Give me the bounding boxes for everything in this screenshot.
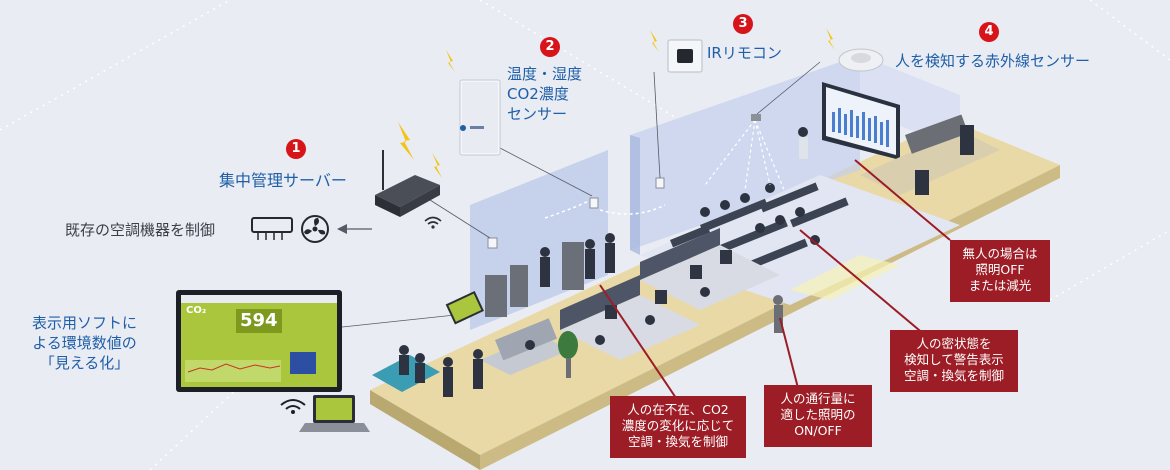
central-server xyxy=(375,150,440,217)
wall-display xyxy=(822,82,900,160)
control-arrow-icon xyxy=(337,224,372,234)
dashboard-monitor xyxy=(176,290,342,392)
badge-4: 4 xyxy=(979,22,999,42)
wifi-icon xyxy=(424,216,442,225)
callout-unoccupied-lighting: 無人の場合は 照明OFF または減光 xyxy=(950,240,1050,302)
infrared-people-sensor xyxy=(838,48,884,72)
ceiling-sensor xyxy=(751,114,761,121)
laptop-wifi-icon xyxy=(280,399,306,410)
leader-lines xyxy=(332,61,821,329)
monitor-co2-label: CO₂ xyxy=(186,305,207,316)
control-label: 既存の空調機器を制御 xyxy=(65,221,216,239)
ventilation-fan-icon xyxy=(301,215,329,243)
callout-presence-co2-control: 人の在不在、CO2 濃度の変化に応じて 空調・換気を制御 xyxy=(610,396,746,458)
temperature-co2-sensor xyxy=(459,79,501,156)
callout-traffic-lighting: 人の通行量に 適した照明の ON/OFF xyxy=(764,385,872,447)
back-office xyxy=(485,233,615,317)
air-conditioner-icon xyxy=(251,217,293,240)
badge-3: 3 xyxy=(733,14,753,34)
lit-area xyxy=(790,255,900,300)
private-office xyxy=(860,114,1000,195)
work-cubicles xyxy=(560,228,780,360)
walking-person xyxy=(773,295,783,333)
server-label: 集中管理サーバー xyxy=(219,171,347,190)
callout-crowding-alert: 人の密状態を 検知して警告表示 空調・換気を制御 xyxy=(890,330,1018,392)
badge-1: 1 xyxy=(286,139,306,159)
signal-bolt-icons xyxy=(398,28,835,178)
visualization-label: 表示用ソフトに よる環境数値の 「見える化」 xyxy=(32,314,138,372)
callout-leaders xyxy=(599,159,951,399)
infrared-sensor-label: 人を検知する赤外線センサー xyxy=(895,52,1091,70)
ir-remote-label: IRリモコン xyxy=(707,44,782,62)
lobby xyxy=(372,318,578,397)
badge-2: 2 xyxy=(540,37,560,57)
ir-remote-device xyxy=(667,39,703,73)
infrared-detection-lines xyxy=(704,119,786,193)
monitor-co2-value: 594 xyxy=(240,310,278,331)
sensor-label: 温度・湿度 CO2濃度 センサー xyxy=(507,65,583,123)
laptop xyxy=(299,395,370,432)
